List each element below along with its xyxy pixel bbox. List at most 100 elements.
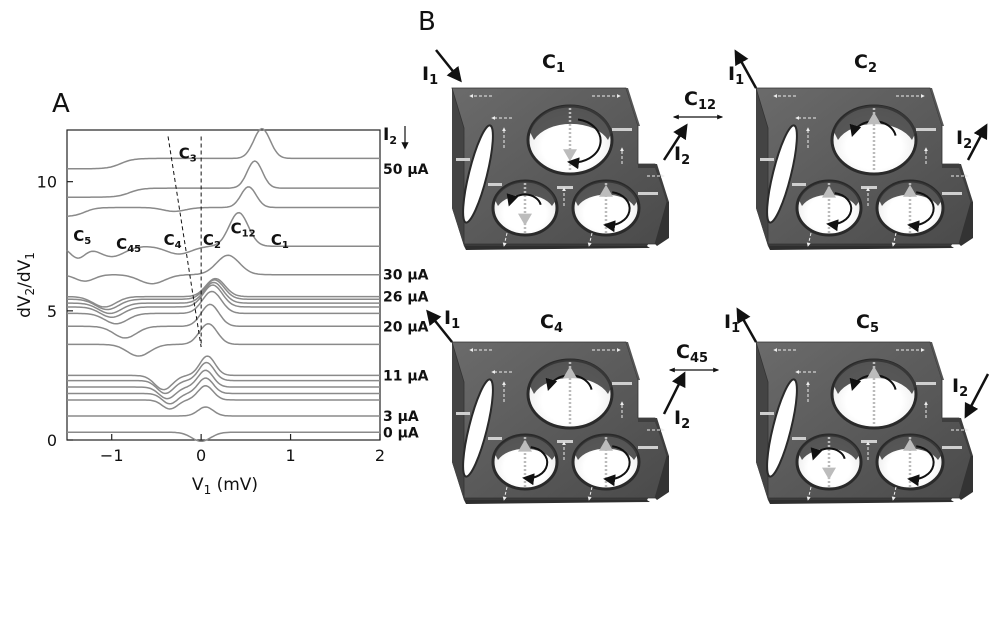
i2-label: I2 xyxy=(674,407,690,432)
polarity-arrowhead xyxy=(822,467,836,480)
circulation-arrow xyxy=(907,445,935,487)
trace-line xyxy=(67,323,380,357)
trace-line xyxy=(67,369,380,400)
vortex-block-c5: C5 I1 I2 xyxy=(724,307,990,504)
x-axis-title: V1 (mV) xyxy=(192,475,258,497)
i1-label: I1 xyxy=(724,311,740,336)
circulation-arrow xyxy=(907,191,935,233)
block-title: C4 xyxy=(540,311,563,336)
transition-c12: C12 xyxy=(672,88,724,120)
i1-arrow xyxy=(736,307,758,343)
curve-label: C45 xyxy=(116,235,141,255)
vortex-arrows xyxy=(518,366,631,487)
i1-label: I1 xyxy=(728,63,744,88)
trace-line xyxy=(66,211,380,259)
trace-line xyxy=(67,284,380,319)
panel-a-letter: A xyxy=(52,89,70,119)
trace-line xyxy=(67,160,380,198)
y-tick-label: 0 xyxy=(47,431,57,450)
current-label: 30 μA xyxy=(383,268,429,284)
trace-line xyxy=(67,355,380,391)
trace-line xyxy=(67,127,380,170)
panel-b-letter: B xyxy=(418,7,436,37)
plot-frame xyxy=(66,129,381,441)
curve-label: C3 xyxy=(179,144,197,164)
polarity-arrowhead xyxy=(867,366,881,379)
polarity-arrowhead xyxy=(903,184,917,197)
y-tick-label: 5 xyxy=(47,302,57,321)
circulation-arrow xyxy=(567,118,602,170)
y-axis-title: dV2/dV1 xyxy=(15,252,37,318)
vortex-block-c4: C4 I1 I2 xyxy=(426,307,690,504)
i1-arrow xyxy=(435,49,462,83)
i2-label: I2 xyxy=(674,143,690,168)
transition-label: C12 xyxy=(684,88,716,113)
polarity-arrowhead xyxy=(903,438,917,451)
trace-line xyxy=(67,385,380,410)
vortex-arrows xyxy=(506,118,631,233)
circulation-arrow xyxy=(603,191,631,233)
circulation-arrow xyxy=(603,445,631,487)
curve-label: C12 xyxy=(231,219,256,239)
current-label: 26 μA xyxy=(383,290,429,306)
curve-label: C2 xyxy=(203,231,221,251)
current-label: 20 μA xyxy=(383,319,429,335)
i2-label: I2 xyxy=(952,375,968,400)
trace-line xyxy=(67,279,380,311)
current-label: 11 μA xyxy=(383,368,429,384)
current-label: 3 μA xyxy=(383,409,419,425)
block-title: C2 xyxy=(854,51,877,76)
x-tick-label: 1 xyxy=(285,446,295,465)
trace-line xyxy=(67,431,380,443)
vortex-block-c2: C2 I1 I2 xyxy=(728,49,988,250)
i1-label: I1 xyxy=(422,63,438,88)
current-header: I2 xyxy=(383,125,397,147)
transition-c45: C45 xyxy=(668,341,720,373)
vortex-arrows xyxy=(822,112,935,233)
i2-arrow xyxy=(964,373,990,419)
polarity-arrowhead xyxy=(599,438,613,451)
trace-line xyxy=(66,186,380,217)
trace-line xyxy=(67,290,380,325)
trace-line xyxy=(67,406,380,417)
polarity-arrowhead xyxy=(518,213,532,226)
current-label: 0 μA xyxy=(383,425,419,441)
x-tick-label: 0 xyxy=(196,446,206,465)
i2-arrow xyxy=(966,123,988,161)
block-title: C1 xyxy=(542,51,565,76)
dashed-guide xyxy=(167,136,202,348)
trace-line xyxy=(67,377,380,405)
polarity-arrowhead xyxy=(518,439,532,452)
trace-line xyxy=(67,281,380,315)
trace-line xyxy=(67,303,380,339)
x-tick-label: −1 xyxy=(100,446,124,465)
curve-label: C4 xyxy=(164,231,182,251)
vortex-block-c1: C1 I1 I2 xyxy=(422,49,690,250)
trace-line xyxy=(66,254,380,285)
polarity-arrowhead xyxy=(822,185,836,198)
i1-arrow xyxy=(734,49,758,89)
circulation-arrow xyxy=(826,192,853,232)
polarity-arrowhead xyxy=(563,366,577,379)
i1-label: I1 xyxy=(444,307,460,332)
y-tick-label: 10 xyxy=(37,173,57,192)
i2-arrow xyxy=(662,371,686,415)
x-tick-label: 2 xyxy=(375,446,385,465)
current-label: 50 μA xyxy=(383,162,429,178)
block-title: C5 xyxy=(856,311,879,336)
curve-label: C5 xyxy=(73,227,91,247)
transition-label: C45 xyxy=(676,341,708,366)
polarity-arrowhead xyxy=(563,149,577,162)
polarity-arrowhead xyxy=(599,184,613,197)
trace-line xyxy=(67,361,380,395)
circulation-arrow xyxy=(522,446,549,486)
i1-arrow xyxy=(426,309,453,343)
trace-line xyxy=(67,277,380,308)
circulation-arrow xyxy=(810,447,846,461)
vortex-arrows xyxy=(810,366,935,487)
i2-arrow xyxy=(662,123,688,161)
circulation-arrow xyxy=(506,193,542,207)
curve-label: C1 xyxy=(271,231,289,251)
